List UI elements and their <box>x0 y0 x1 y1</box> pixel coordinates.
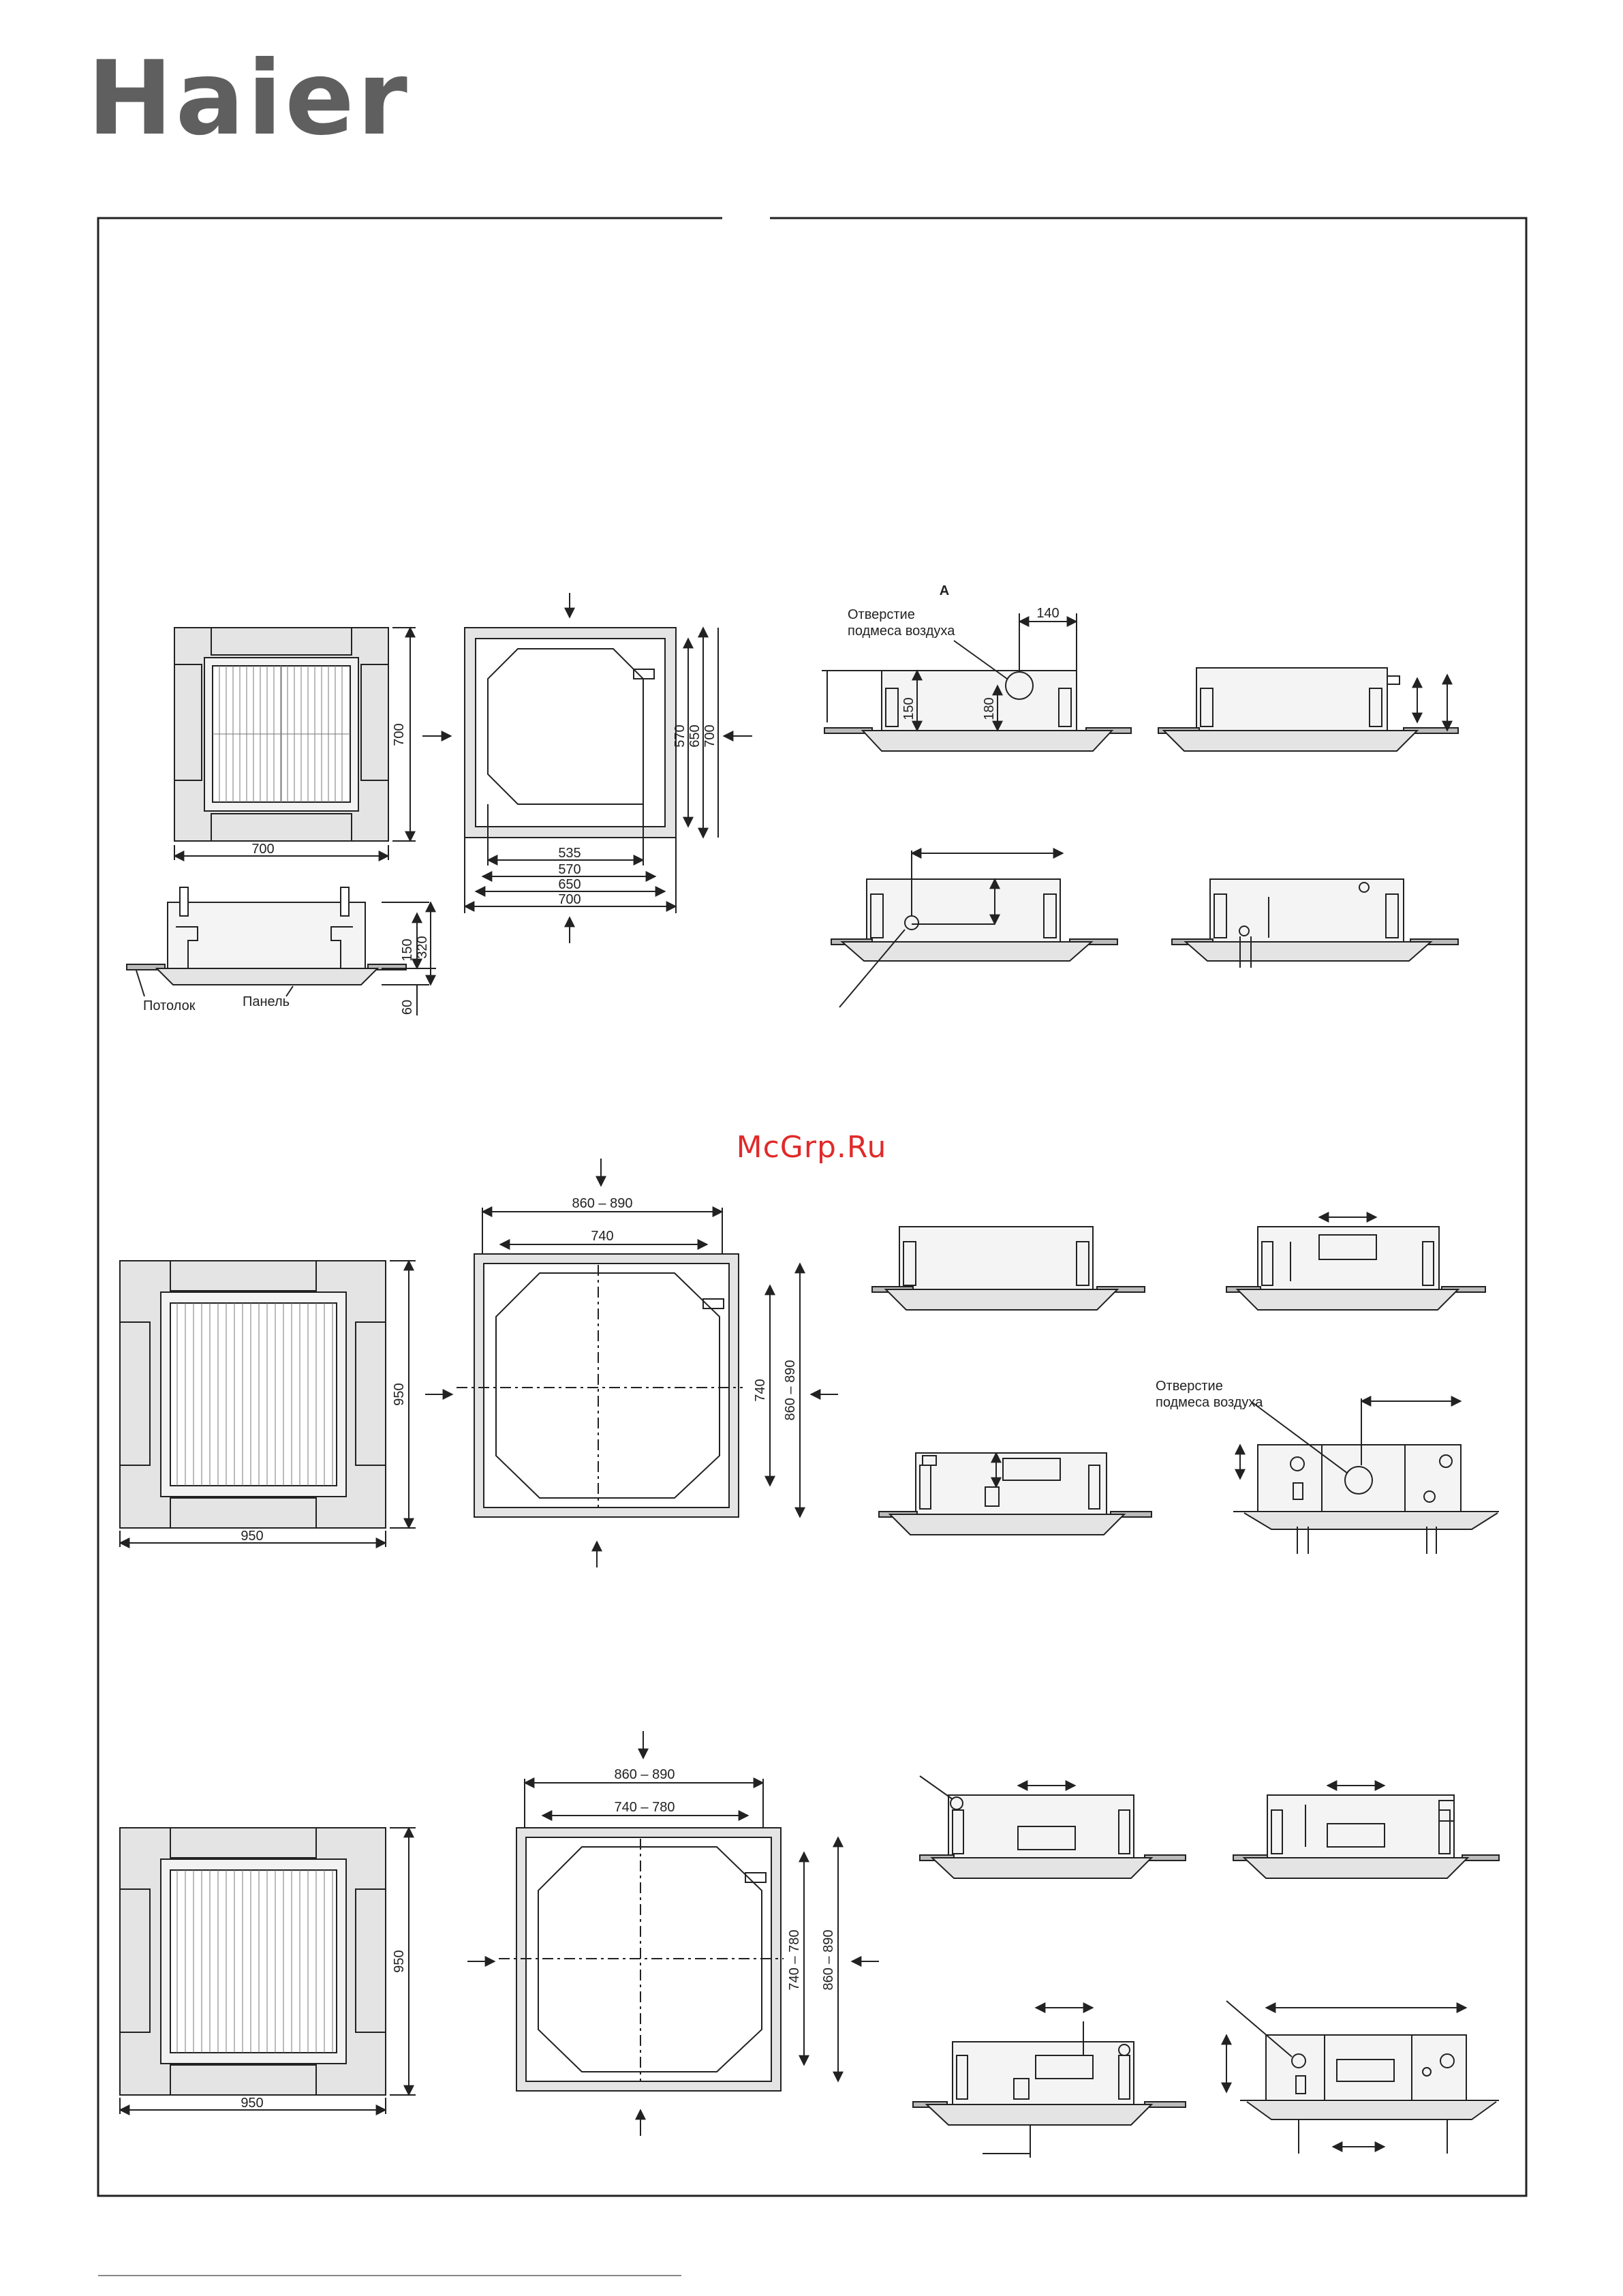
row1-bottom-570: 570 <box>558 862 581 877</box>
row1-section-a-views <box>822 613 1458 1007</box>
row3-cutout-right-inner: 740 – 780 <box>787 1930 802 1991</box>
row3-front-view <box>120 1828 416 2114</box>
row1-front-view <box>174 628 416 860</box>
row3-cutout-view <box>467 1731 879 2136</box>
row2-cutout-right-inner: 740 <box>753 1379 768 1401</box>
row1-cutout-view <box>422 593 752 943</box>
row1-dim-150: 150 <box>901 697 916 720</box>
row1-bottom-650: 650 <box>558 877 581 892</box>
row2-cutout-view <box>425 1159 838 1567</box>
row1-bottom-700: 700 <box>558 892 581 907</box>
row2-air-hole-line2: подмеса воздуха <box>1156 1395 1263 1410</box>
row2-cutout-right-outer: 860 – 890 <box>783 1360 798 1421</box>
row3-cutout-top-outer: 860 – 890 <box>615 1767 675 1782</box>
row1-front-width: 700 <box>251 842 274 857</box>
row1-dim-180: 180 <box>982 697 997 720</box>
section-a-title: A <box>940 583 949 598</box>
row2-cutout-top-outer: 860 – 890 <box>572 1196 633 1211</box>
panel-label: Панель <box>243 994 290 1009</box>
row3-cutout-top-inner: 740 – 780 <box>615 1800 675 1815</box>
row1-air-hole-line2: подмеса воздуха <box>848 624 955 639</box>
row1-air-hole-line1: Отверстие <box>848 607 915 622</box>
row1-cutout-700: 700 <box>702 724 717 747</box>
row2-front-width: 950 <box>241 1529 263 1544</box>
row1-cutout-570: 570 <box>673 724 687 747</box>
row2-front-height: 950 <box>392 1383 407 1405</box>
row2-air-hole-line1: Отверстие <box>1156 1379 1223 1394</box>
row2-cutout-top-inner: 740 <box>591 1229 613 1244</box>
row1-front-height: 700 <box>392 723 407 746</box>
row3-cutout-right-outer: 860 – 890 <box>821 1930 836 1991</box>
row1-dim-140: 140 <box>1036 606 1059 621</box>
row3-front-height: 950 <box>392 1950 407 1972</box>
ceiling-label: Потолок <box>143 998 196 1013</box>
row3-front-width: 950 <box>241 2096 263 2111</box>
row1-bottom-535: 535 <box>558 846 581 861</box>
row1-side-320: 320 <box>415 936 430 958</box>
row1-side-60: 60 <box>400 1000 415 1015</box>
row3-side-views <box>913 1776 1499 2158</box>
row1-side-150: 150 <box>400 938 415 961</box>
row2-front-view <box>120 1261 416 1547</box>
row1-cutout-650: 650 <box>687 724 702 747</box>
